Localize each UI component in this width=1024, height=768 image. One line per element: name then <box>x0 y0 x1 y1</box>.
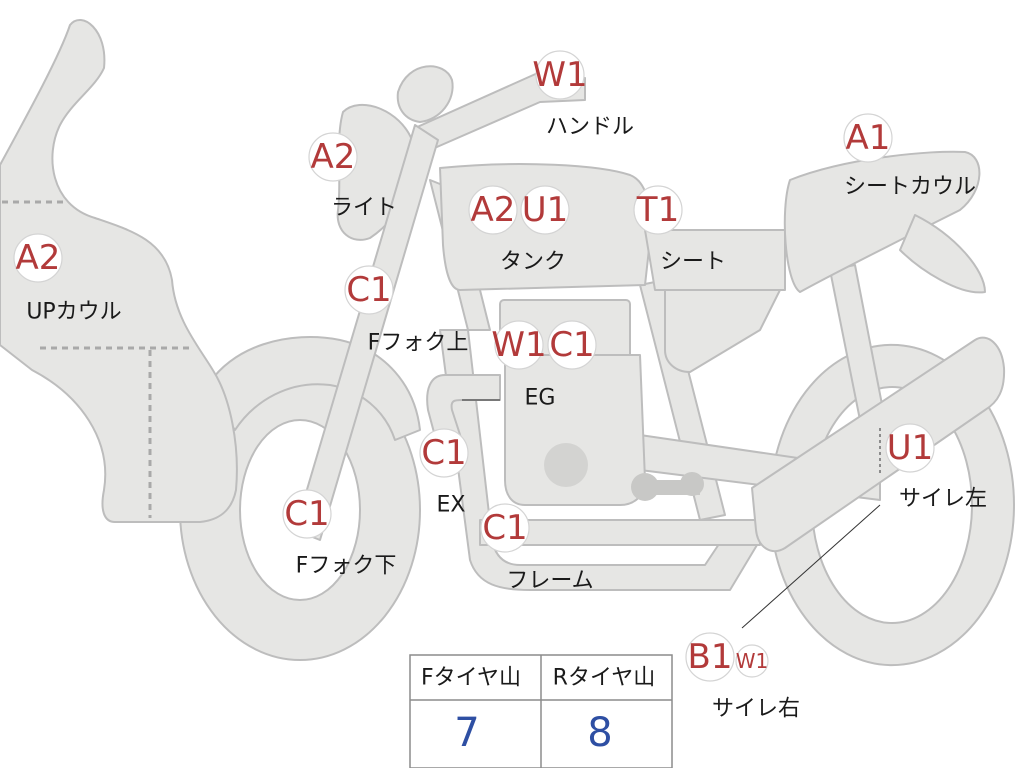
muffler-right-badge-1 <box>685 632 735 682</box>
fork-upper-label: Fフォク上 <box>368 331 469 356</box>
tank-code-1: A2 <box>471 190 516 230</box>
front-tire-header: Fタイヤ山 <box>421 666 521 691</box>
tail-fin <box>899 214 986 294</box>
muffler-left-badge <box>885 423 935 473</box>
exhaust-badge <box>419 428 469 478</box>
seat-label: シート <box>660 250 726 275</box>
engine-badge-2 <box>547 320 597 370</box>
engine-code-2: C1 <box>549 325 594 365</box>
handle-badge <box>535 50 585 100</box>
muffler-right-code-2: W1 <box>736 649 769 673</box>
handle-label: ハンドル <box>546 115 634 140</box>
seat-cowl-badge <box>843 113 893 163</box>
frame-annotation: C1 フレーム <box>480 503 594 594</box>
rear-tire-value: 8 <box>587 710 612 756</box>
seat-cowl-label: シートカウル <box>844 175 976 200</box>
frame-label: フレーム <box>506 569 593 594</box>
engine-label: EG <box>525 386 556 411</box>
tank-label: タンク <box>500 250 566 275</box>
fork-lower-code: C1 <box>284 494 329 534</box>
muffler-right-badge-2 <box>735 644 769 678</box>
front-tire-value: 7 <box>454 710 479 756</box>
muffler-left-label: サイレ左 <box>899 487 987 512</box>
muffler-right-label: サイレ右 <box>712 697 800 722</box>
seat-code: T1 <box>636 190 679 230</box>
frame-code: C1 <box>482 508 527 548</box>
seat-shape <box>644 229 786 291</box>
muffler-right-annotation: B1 W1 サイレ右 <box>685 632 800 722</box>
cowl-dividers <box>2 200 192 518</box>
rear-tire-header: Rタイヤ山 <box>553 666 656 691</box>
fork-lower-label: Fフォク下 <box>296 554 397 579</box>
muffler-right-leader <box>741 504 881 629</box>
fork-upper-code: C1 <box>346 270 391 310</box>
seat-annotation: T1 シート <box>633 185 726 275</box>
handle-code: W1 <box>532 55 587 95</box>
fork-upper-annotation: C1 Fフォク上 <box>344 265 469 356</box>
fork-lower-badge <box>282 489 332 539</box>
handle-annotation: W1 ハンドル <box>532 50 634 140</box>
tank-code-2: U1 <box>522 190 569 230</box>
footpeg-end-right <box>680 472 704 496</box>
tire-tread-table: Fタイヤ山 Rタイヤ山 7 8 <box>409 654 673 768</box>
light-code: A2 <box>311 137 356 177</box>
tank-badge-1 <box>468 185 518 235</box>
upper-cowl-shape <box>0 19 238 523</box>
seat-cowl-annotation: A1 シートカウル <box>843 113 976 200</box>
muffler-left-code: U1 <box>887 428 934 468</box>
up-cowl-code: A2 <box>16 238 61 278</box>
frame-badge <box>480 503 530 553</box>
engine-cover <box>544 443 588 487</box>
up-cowl-badge <box>13 233 63 283</box>
muffler-right-code-1: B1 <box>688 637 733 677</box>
seat-badge <box>633 185 683 235</box>
engine-code-1: W1 <box>491 325 546 365</box>
fork-tube <box>294 124 439 541</box>
seat-cowl-shape <box>783 150 981 293</box>
light-label: ライト <box>331 196 397 221</box>
fork-upper-badge <box>344 265 394 315</box>
engine-annotation: W1 C1 EG <box>491 320 597 411</box>
exhaust-lower <box>479 519 761 546</box>
tank-badge-2 <box>520 185 570 235</box>
footpeg-end-left <box>631 473 659 501</box>
exhaust-annotation: C1 EX <box>419 428 469 518</box>
muffler-left-annotation: U1 サイレ左 <box>885 423 987 512</box>
leader-lines <box>462 399 881 629</box>
seat-cowl-code: A1 <box>846 118 891 158</box>
light-annotation: A2 ライト <box>308 132 397 221</box>
engine-badge-1 <box>494 320 544 370</box>
side-panel <box>664 289 781 373</box>
fork-lower-annotation: C1 Fフォク下 <box>282 489 397 579</box>
muffler-shape <box>751 336 1006 553</box>
mirror <box>396 65 454 123</box>
exhaust-label: EX <box>437 493 466 518</box>
up-cowl-label: UPカウル <box>26 300 121 325</box>
exhaust-code: C1 <box>421 433 466 473</box>
up-cowl-annotation: A2 UPカウル <box>13 233 122 325</box>
tank-annotation: A2 U1 タンク <box>468 185 570 275</box>
light-badge <box>308 132 358 182</box>
